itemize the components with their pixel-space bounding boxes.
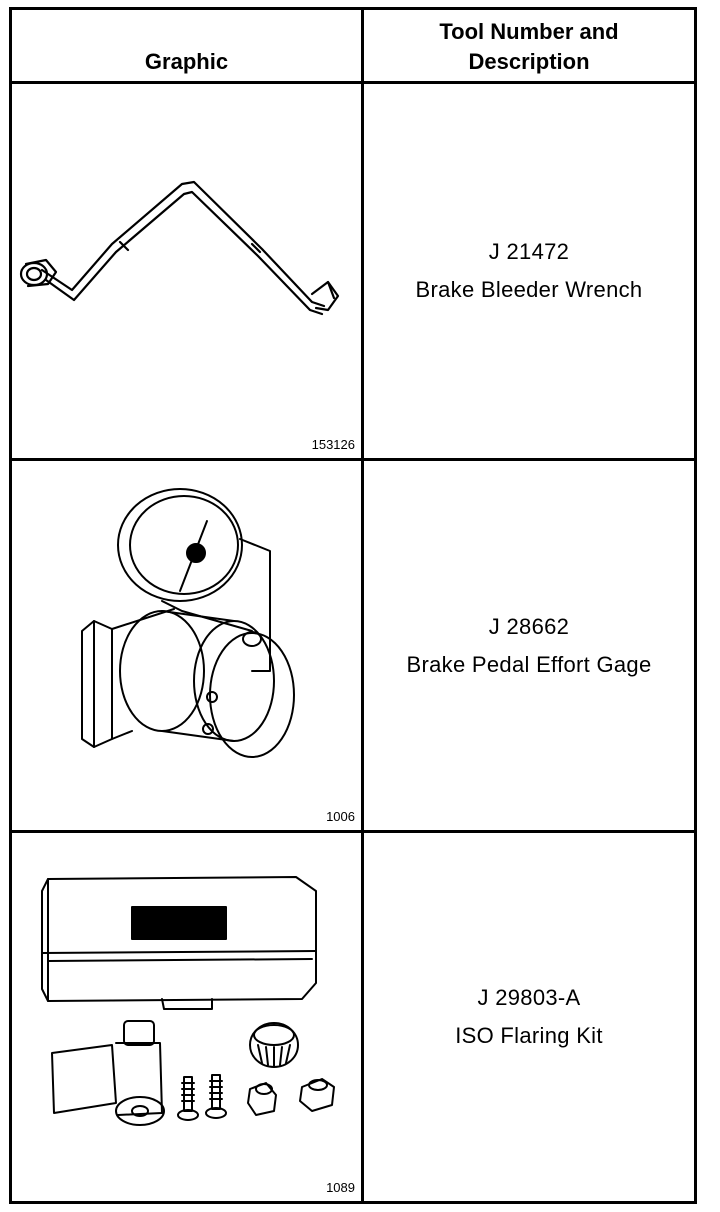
table-row: 1006 J 28662 Brake Pedal Effort Gage [12,461,694,830]
figure-id: 1006 [326,809,355,824]
description-cell: J 28662 Brake Pedal Effort Gage [364,461,694,830]
graphic-cell: 153126 [12,84,361,458]
row-divider [12,830,694,833]
figure-id: 153126 [311,437,355,452]
header-graphic: Graphic [12,10,361,81]
table-row: 1089 J 29803-A ISO Flaring Kit [12,833,694,1201]
tool-table: Graphic Tool Number and Description [9,7,697,1204]
figure-id: 1089 [326,1180,355,1195]
graphic-cell: 1006 [12,461,361,830]
tool-description: Brake Pedal Effort Gage [406,651,652,677]
header-divider [12,81,694,84]
bleeder-wrench-icon [19,180,340,316]
column-divider [361,10,364,1201]
description-cell: J 29803-A ISO Flaring Kit [364,833,694,1201]
table-row: 153126 J 21472 Brake Bleeder Wrench [12,84,694,458]
row-divider [12,458,694,461]
graphic-cell: 1089 [12,833,361,1201]
tool-number: J 28662 [488,613,570,639]
description-cell: J 21472 Brake Bleeder Wrench [364,84,694,458]
tool-number: J 29803-A [477,985,581,1010]
flaring-kit-icon [41,876,335,1126]
header-tool: Tool Number and Description [364,10,694,81]
header-graphic-label: Graphic [144,49,229,74]
header-tool-line1: Tool Number and [439,19,619,44]
tool-description: Brake Bleeder Wrench [415,277,643,302]
header-tool-line2: Description [468,49,590,74]
tool-description: ISO Flaring Kit [455,1023,603,1048]
pedal-effort-gage-icon [81,488,295,758]
tool-number: J 21472 [488,239,570,264]
